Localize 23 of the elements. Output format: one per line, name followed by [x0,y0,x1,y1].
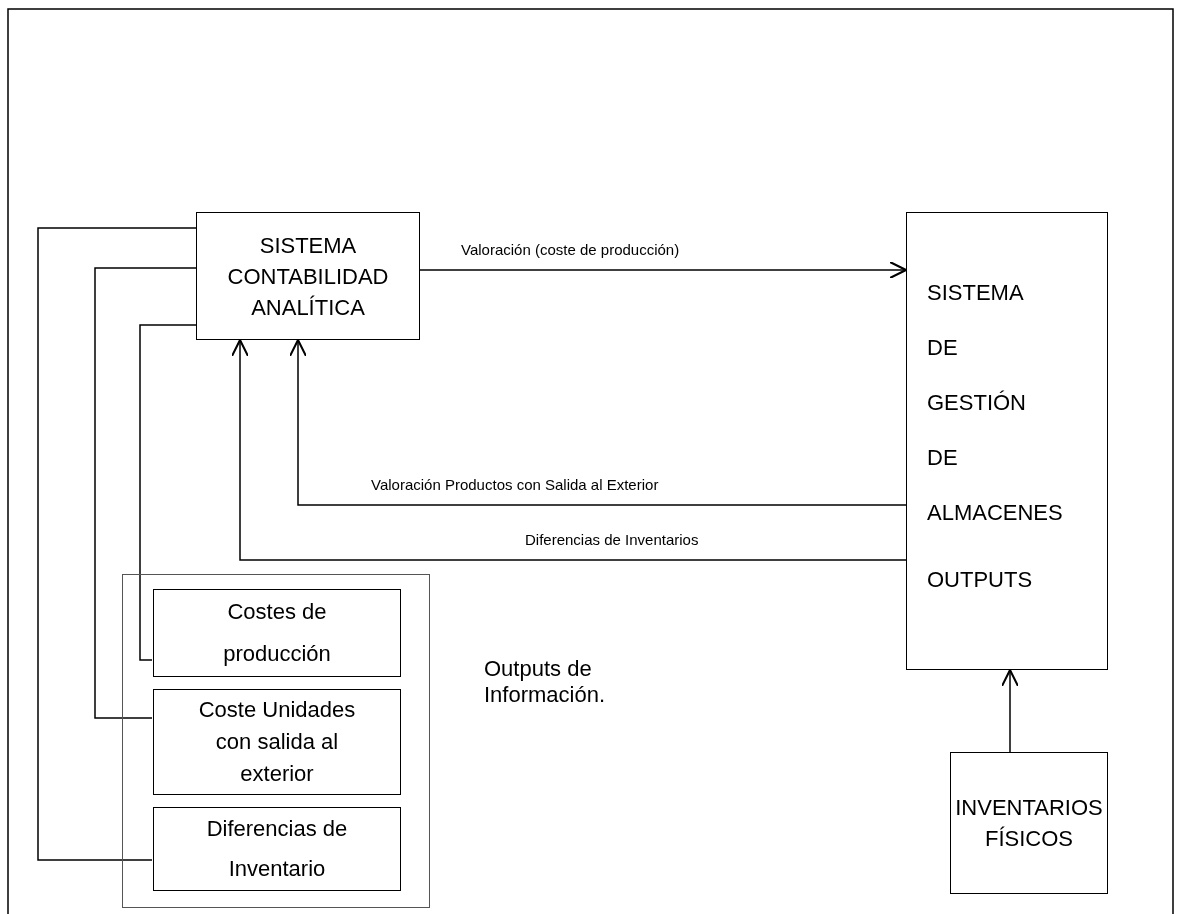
node-label: SISTEMA CONTABILIDAD ANALÍTICA [226,231,390,322]
inventory-box [950,752,1108,894]
system-box [196,212,420,340]
output-box [153,689,401,795]
note-text: Outputs de Información. [484,656,607,708]
arrow [230,338,907,561]
arrow [288,338,907,506]
node-label: Diferencias de Inventario [205,815,349,883]
system-box [906,212,1108,670]
connector-line [139,324,197,661]
output-box [153,589,401,677]
arrow [1000,668,1020,753]
group-box [122,574,430,908]
node-label: Coste Unidades con salida al exterior [197,696,357,788]
connector-line [94,267,197,719]
node-label: SISTEMA DE GESTIÓN DE ALMACENES [927,279,1063,527]
output-box [153,807,401,891]
node-label: OUTPUTS [927,566,1033,594]
node-label: INVENTARIOS FÍSICOS [954,794,1104,853]
node-label: Costes de producción [222,598,332,668]
edge-label: Valoración Productos con Salida al Exterior [368,476,662,493]
connector-line [37,227,197,861]
arrow [419,260,908,280]
